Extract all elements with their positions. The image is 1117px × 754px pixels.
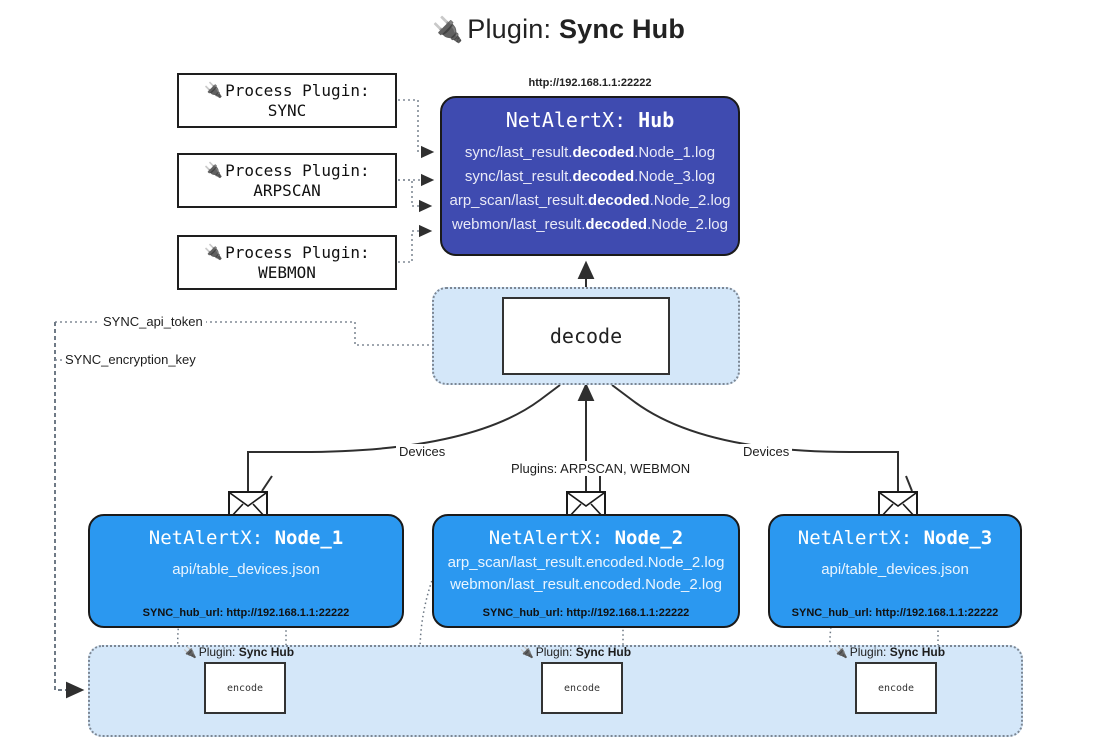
node-hub-url: SYNC_hub_url: http://192.168.1.1:22222 bbox=[142, 607, 350, 619]
encoder-prefix: Plugin: bbox=[535, 645, 573, 659]
log-post: .Node_1.log bbox=[634, 144, 716, 161]
log-pre: sync/last_result. bbox=[464, 144, 573, 161]
hub-log-line: sync/last_result.decoded.Node_1.log bbox=[465, 141, 715, 165]
encoder-prefix: Plugin: bbox=[849, 645, 887, 659]
plug-icon: 🔌 bbox=[834, 647, 848, 659]
encoder-name: Sync Hub bbox=[238, 645, 295, 659]
encoder-label-node-1: 🔌Plugin: Sync Hub bbox=[183, 645, 294, 659]
log-mid: decoded bbox=[587, 192, 650, 209]
secret-label-encryption-key: SYNC_encryption_key bbox=[62, 352, 199, 367]
node-title-name: Node_3 bbox=[923, 527, 993, 549]
plug-icon: 🔌 bbox=[520, 647, 534, 659]
page-title-prefix: Plugin: bbox=[467, 14, 552, 44]
encode-box-node-3[interactable]: encode bbox=[855, 662, 937, 714]
hub-title-prefix: NetAlertX: bbox=[505, 108, 627, 132]
decode-box[interactable]: decode bbox=[502, 297, 670, 375]
edge-label-devices-left: Devices bbox=[396, 444, 449, 459]
encode-box-node-1[interactable]: encode bbox=[204, 662, 286, 714]
encoder-name: Sync Hub bbox=[575, 645, 632, 659]
node-title: NetAlertX: Node_2 bbox=[489, 527, 683, 549]
log-post: .Node_2.log bbox=[647, 216, 728, 233]
node-title-prefix: NetAlertX: bbox=[148, 527, 264, 549]
node-title-prefix: NetAlertX: bbox=[797, 527, 913, 549]
process-plugin-name: WEBMON bbox=[258, 262, 316, 282]
node-title: NetAlertX: Node_3 bbox=[798, 527, 992, 549]
process-plugin-label: Process Plugin: bbox=[225, 160, 370, 180]
process-plugin-arpscan[interactable]: 🔌Process Plugin: ARPSCAN bbox=[177, 153, 397, 208]
node-resource-line: webmon/last_result.encoded.Node_2.log bbox=[450, 576, 722, 593]
node-card-node-2[interactable]: NetAlertX: Node_2 arp_scan/last_result.e… bbox=[432, 514, 740, 628]
log-mid: decoded bbox=[585, 216, 648, 233]
plug-icon: 🔌 bbox=[204, 161, 224, 180]
page-title-name: Sync Hub bbox=[558, 14, 686, 44]
encoder-label-node-3: 🔌Plugin: Sync Hub bbox=[834, 645, 945, 659]
log-mid: decoded bbox=[572, 144, 635, 161]
node-title-name: Node_1 bbox=[274, 527, 344, 549]
plug-icon: 🔌 bbox=[204, 243, 224, 262]
process-plugin-name: ARPSCAN bbox=[253, 180, 321, 200]
node-hub-url: SYNC_hub_url: http://192.168.1.1:22222 bbox=[791, 607, 999, 619]
encoder-prefix: Plugin: bbox=[198, 645, 236, 659]
hub-log-line: webmon/last_result.decoded.Node_2.log bbox=[452, 213, 728, 237]
process-plugin-name: SYNC bbox=[267, 100, 307, 120]
process-plugin-webmon[interactable]: 🔌Process Plugin: WEBMON bbox=[177, 235, 397, 290]
page-title: 🔌Plugin: Sync Hub bbox=[0, 14, 1117, 45]
process-plugin-label: Process Plugin: bbox=[225, 80, 370, 100]
process-plugin-sync[interactable]: 🔌Process Plugin: SYNC bbox=[177, 73, 397, 128]
node-title-name: Node_2 bbox=[614, 527, 684, 549]
secret-label-api-token: SYNC_api_token bbox=[100, 314, 206, 329]
hub-node[interactable]: NetAlertX: Hub sync/last_result.decoded.… bbox=[440, 96, 740, 256]
node-card-node-1[interactable]: NetAlertX: Node_1 api/table_devices.json… bbox=[88, 514, 404, 628]
plug-icon: 🔌 bbox=[183, 647, 197, 659]
log-mid: decoded bbox=[572, 168, 635, 185]
node-resource-line: api/table_devices.json bbox=[821, 561, 969, 578]
plug-icon: 🔌 bbox=[431, 16, 464, 44]
encoder-label-node-2: 🔌Plugin: Sync Hub bbox=[520, 645, 631, 659]
node-title-prefix: NetAlertX: bbox=[488, 527, 604, 549]
edge-label-plugins: Plugins: ARPSCAN, WEBMON bbox=[508, 461, 694, 476]
node-resource-line: arp_scan/last_result.encoded.Node_2.log bbox=[447, 554, 725, 571]
node-card-node-3[interactable]: NetAlertX: Node_3 api/table_devices.json… bbox=[768, 514, 1022, 628]
log-pre: sync/last_result. bbox=[464, 168, 573, 185]
hub-title-name: Hub bbox=[638, 108, 675, 132]
hub-log-line: sync/last_result.decoded.Node_3.log bbox=[465, 165, 715, 189]
plug-icon: 🔌 bbox=[204, 81, 224, 100]
hub-url-label: http://192.168.1.1:22222 bbox=[528, 77, 652, 89]
encode-box-node-2[interactable]: encode bbox=[541, 662, 623, 714]
log-pre: arp_scan/last_result. bbox=[449, 192, 588, 209]
node-title: NetAlertX: Node_1 bbox=[149, 527, 343, 549]
node-hub-url: SYNC_hub_url: http://192.168.1.1:22222 bbox=[482, 607, 690, 619]
log-post: .Node_2.log bbox=[649, 192, 731, 209]
log-post: .Node_3.log bbox=[634, 168, 716, 185]
encoder-name: Sync Hub bbox=[889, 645, 946, 659]
hub-log-line: arp_scan/last_result.decoded.Node_2.log bbox=[450, 189, 731, 213]
hub-title: NetAlertX: Hub bbox=[506, 108, 675, 132]
process-plugin-label: Process Plugin: bbox=[225, 242, 370, 262]
edge-label-devices-right: Devices bbox=[740, 444, 793, 459]
log-pre: webmon/last_result. bbox=[452, 216, 586, 233]
node-resource-line: api/table_devices.json bbox=[172, 561, 320, 578]
